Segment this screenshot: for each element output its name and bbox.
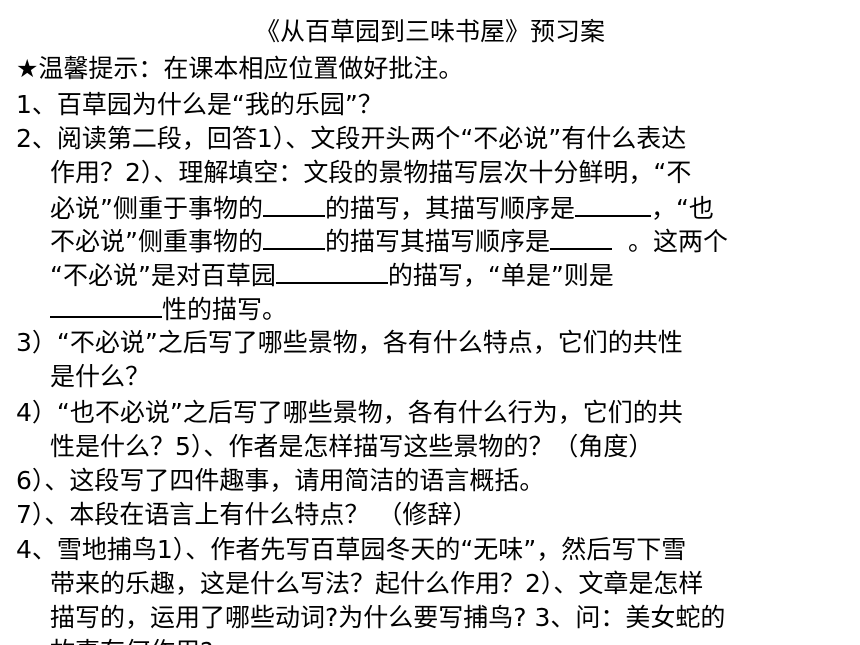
document-title: 《从百草园到三味书屋》预习案: [254, 17, 605, 46]
question-7: 7）、本段在语言上有什么特点？ （修辞）: [16, 500, 478, 529]
question-6: 6）、这段写了四件趣事，请用简洁的语言概括。: [16, 466, 545, 495]
fill-text: 。这两个: [627, 227, 728, 256]
question-1: 1、百草园为什么是“我的乐园”？: [16, 90, 383, 119]
fill-text: 不必说”侧重事物的: [50, 227, 263, 256]
fill-blank[interactable]: [574, 189, 651, 217]
section-4-line-4: 故事有何作用?: [50, 634, 213, 645]
fill-text: 性的描写。: [162, 295, 288, 324]
fill-blank[interactable]: [262, 189, 325, 217]
section-4: 4、雪地捕鸟1）、作者先写百草园冬天的“无味”，然后写下雪: [16, 535, 687, 564]
question-2-line-4: 不必说”侧重事物的 的描写其描写顺序是 。这两个: [50, 222, 728, 260]
section-4-line-3: 描写的，运用了哪些动词?为什么要写捕鸟? 3、问：美女蛇的: [50, 603, 726, 632]
question-2-line-6: 性的描写。: [50, 290, 287, 328]
question-2: 2、阅读第二段，回答1）、文段开头两个“不必说”有什么表达: [16, 124, 687, 153]
fill-text: 的描写，其描写顺序是: [324, 194, 575, 223]
section-4-line-2: 带来的乐趣，这是什么写法？起什么作用？2）、文章是怎样: [50, 569, 704, 598]
fill-text: 必说”侧重于事物的: [50, 194, 263, 223]
fill-text: ，“也: [650, 194, 714, 223]
question-4: 4）“也不必说”之后写了哪些景物，各有什么行为，它们的共: [16, 398, 683, 427]
fill-blank[interactable]: [262, 222, 325, 250]
fill-text: 的描写其描写顺序是: [324, 227, 550, 256]
fill-text: “不必说”是对百草园: [50, 261, 276, 290]
question-2-line-5: “不必说”是对百草园 的描写，“单是”则是: [50, 256, 614, 294]
question-2-line-3: 必说”侧重于事物的 的描写，其描写顺序是 ，“也: [50, 189, 714, 227]
tip-line: ★温馨提示：在课本相应位置做好批注。: [16, 54, 464, 83]
question-4-line-2: 性是什么？5）、作者是怎样描写这些景物的？（角度）: [50, 432, 654, 461]
fill-blank[interactable]: [50, 290, 162, 318]
question-3-line-2: 是什么？: [50, 362, 151, 391]
fill-blank[interactable]: [275, 256, 388, 284]
question-2-line-2: 作用？2）、理解填空：文段的景物描写层次十分鲜明，“不: [50, 158, 692, 187]
fill-text: 的描写，“单是”则是: [387, 261, 614, 290]
fill-blank[interactable]: [549, 222, 612, 250]
question-3: 3）“不必说”之后写了哪些景物，各有什么特点，它们的共性: [16, 328, 683, 357]
